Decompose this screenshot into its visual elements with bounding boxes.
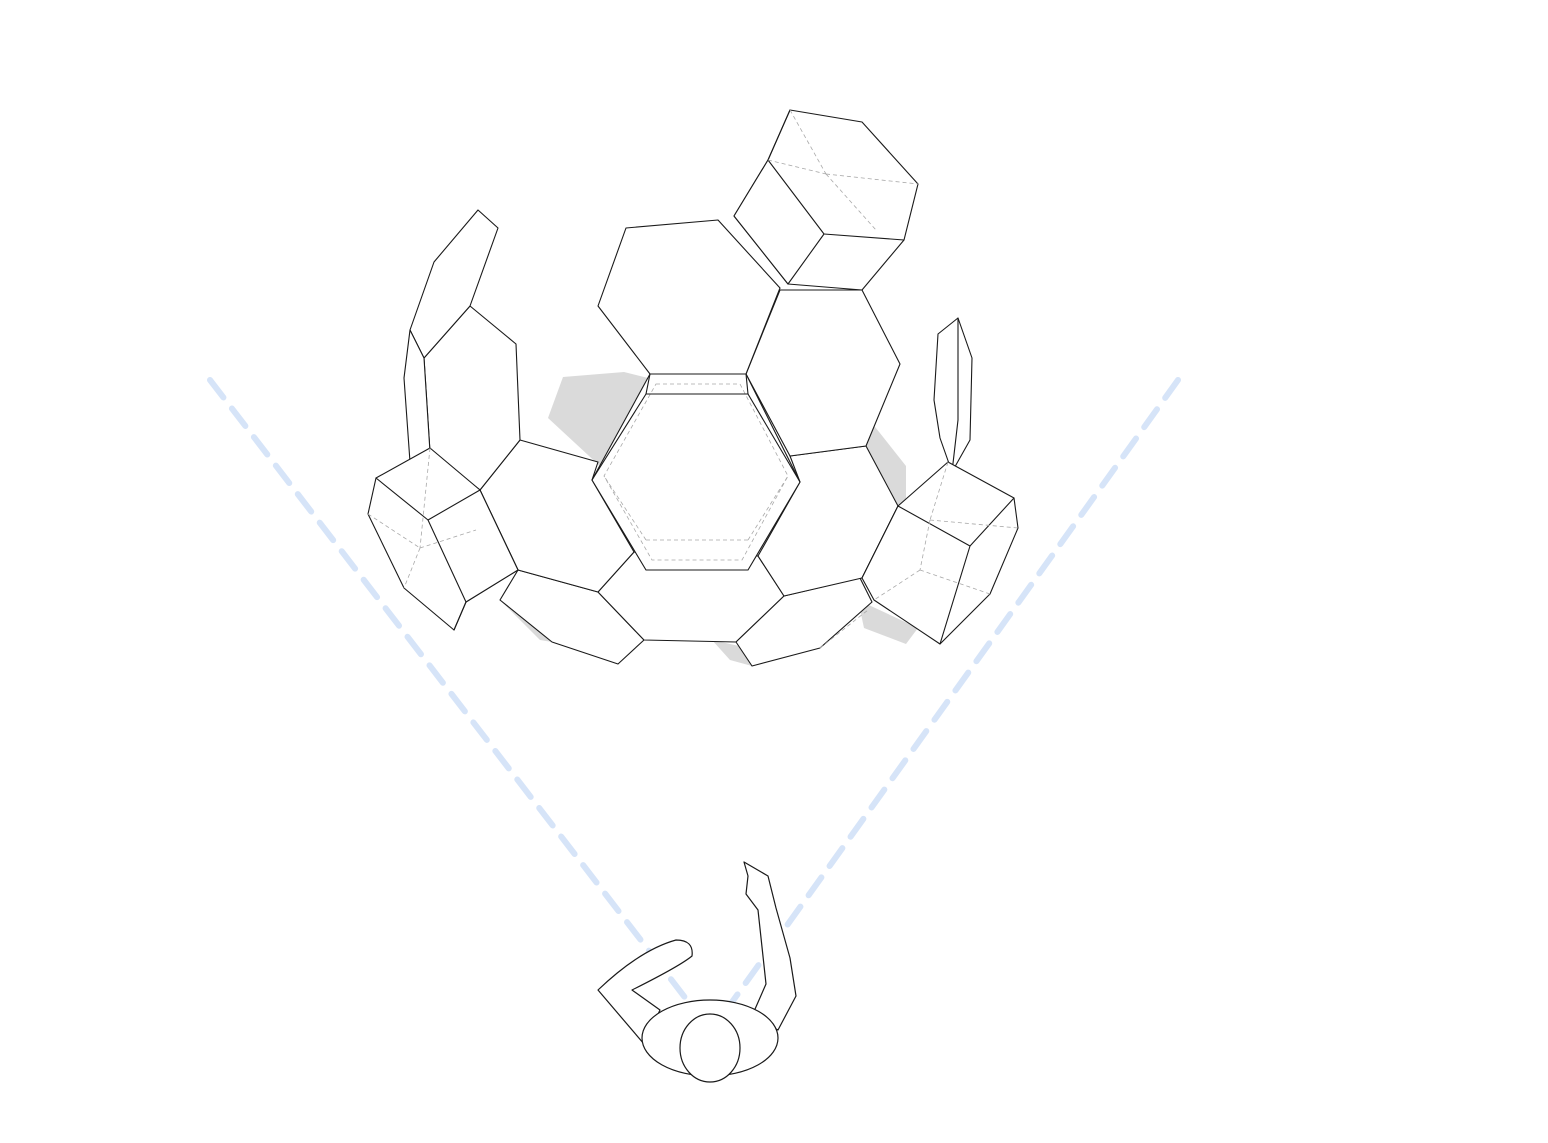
- cell-middle-row: [423, 289, 901, 597]
- central-prism-inner: [603, 383, 789, 561]
- sight-line-left: [207, 377, 713, 1033]
- viewer-head: [679, 1013, 741, 1083]
- shadow-bottom: [712, 640, 752, 666]
- central-prism: [591, 373, 801, 571]
- viewer-figure-icon: [597, 861, 797, 1083]
- panel-right-upper: [933, 317, 973, 473]
- right-cube-front-face: [861, 505, 971, 645]
- cell-far-right-panels: [933, 317, 973, 473]
- sight-line-right: [709, 377, 1181, 1033]
- cell-left-cube: [367, 447, 519, 631]
- viewer-right-arm: [743, 861, 797, 1031]
- sight-cone: [207, 377, 1181, 1033]
- cell-top: [597, 219, 781, 375]
- cell-right-cube: [861, 461, 1019, 645]
- shadow-bottom-right: [858, 600, 918, 644]
- viewer-left-arm: [597, 939, 693, 1045]
- shadow-top-left: [548, 372, 648, 468]
- cell-top-right-cube: [733, 109, 919, 291]
- top-right-cube-front-face: [733, 159, 825, 285]
- left-cube-front-face: [427, 489, 519, 603]
- cell-far-left-panels: [403, 209, 499, 463]
